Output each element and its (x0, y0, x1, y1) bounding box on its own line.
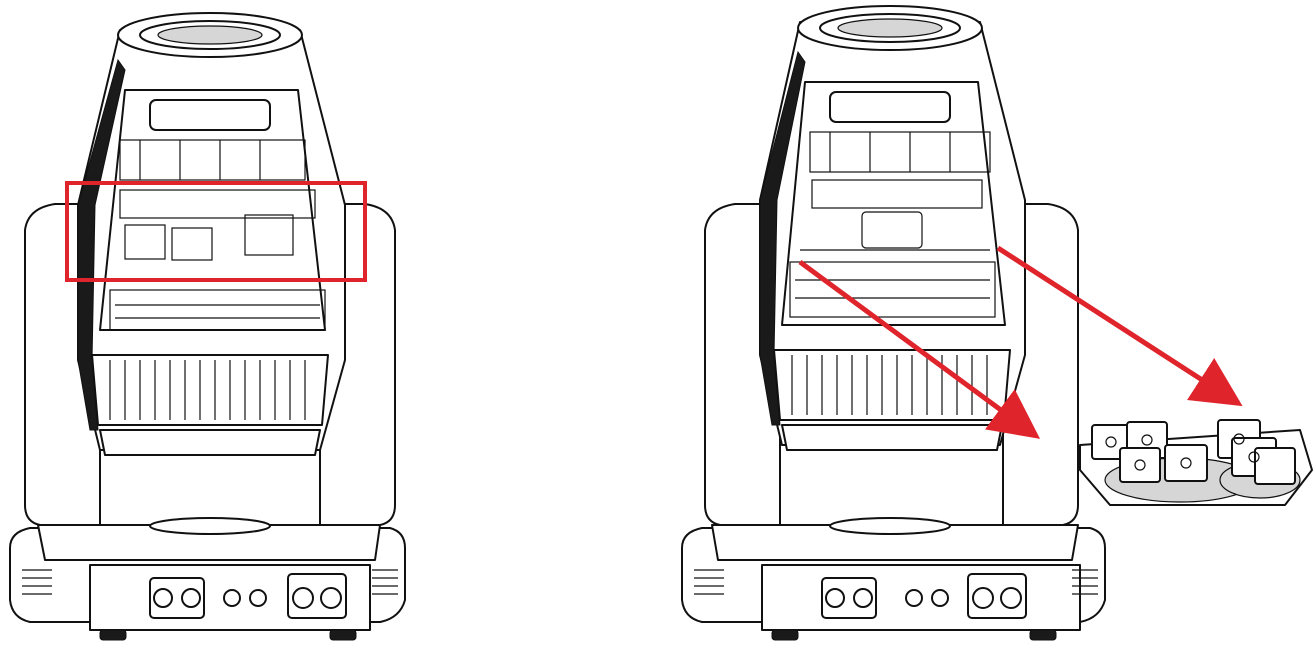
removal-arrows (798, 245, 1243, 439)
xlr-connector-left (149, 577, 205, 619)
fuse-holder (223, 589, 241, 607)
fixture-left-head (77, 12, 346, 456)
fixture-right-head (759, 5, 1026, 451)
removal-arrow-left (798, 259, 1041, 439)
power-switch (249, 589, 267, 607)
removal-arrow-right (996, 245, 1243, 407)
motor-block (1091, 419, 1296, 485)
module-highlight-box (65, 181, 367, 282)
fixture-right (681, 5, 1106, 641)
extracted-module (1079, 419, 1313, 506)
fixture-left (9, 12, 406, 641)
xlr-connector-right (821, 577, 877, 619)
fixture-left-base (9, 517, 406, 641)
fixture-right-base (681, 517, 1106, 641)
